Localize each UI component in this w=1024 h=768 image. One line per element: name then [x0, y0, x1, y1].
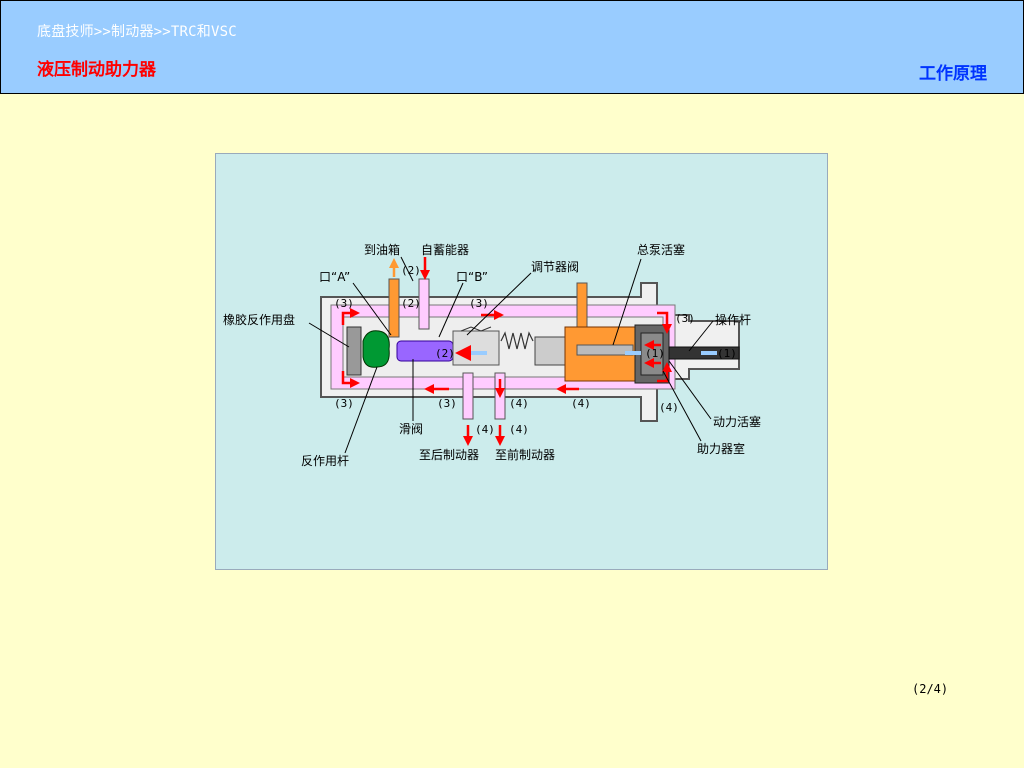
marker: (2)	[401, 264, 421, 277]
marker: (4)	[571, 397, 591, 410]
label-regulator-valve: 调节器阀	[531, 260, 579, 274]
label-power-piston: 动力活塞	[713, 414, 761, 429]
marker: (4)	[475, 423, 495, 436]
section-title: 工作原理	[919, 64, 987, 84]
port-master-top	[576, 282, 588, 332]
marker: (4)	[509, 397, 529, 410]
label-to-rear-brake: 至后制动器	[419, 448, 479, 462]
label-from-accumulator: 自蓄能器	[421, 243, 469, 257]
marker: (4)	[509, 423, 529, 436]
label-to-front-brake: 至前制动器	[495, 447, 555, 462]
marker: (4)	[659, 401, 679, 414]
marker: (3)	[437, 397, 457, 410]
label-spool-valve: 滑阀	[399, 422, 423, 436]
hydraulic-booster-diagram: 到油箱 自蓄能器 口“A” 口“B” 调节器阀 总泵活塞 橡胶反作用盘 操作杆 …	[223, 242, 761, 468]
label-port-b: 口“B”	[456, 270, 488, 284]
breadcrumb[interactable]: 底盘技师>>制动器>>TRC和VSC	[37, 24, 237, 40]
marker: (1)	[717, 347, 737, 360]
reaction-rod	[362, 330, 390, 368]
marker: (3)	[334, 297, 354, 310]
label-operating-rod: 操作杆	[715, 312, 751, 327]
label-rubber-disc: 橡胶反作用盘	[223, 312, 295, 327]
valve-spring	[500, 331, 534, 350]
label-master-piston: 总泵活塞	[637, 242, 685, 257]
marker: (1)	[645, 347, 665, 360]
label-port-a: 口“A”	[319, 270, 350, 284]
diagram-panel: 到油箱 自蓄能器 口“A” 口“B” 调节器阀 总泵活塞 橡胶反作用盘 操作杆 …	[215, 153, 828, 570]
port-to-tank	[388, 278, 400, 338]
marker: (2)	[401, 297, 421, 310]
marker: (3)	[334, 397, 354, 410]
port-rear-brake	[462, 372, 474, 420]
label-booster-chamber: 助力器室	[697, 441, 745, 456]
label-to-tank: 到油箱	[364, 242, 400, 257]
page-title: 液压制动助力器	[37, 60, 156, 80]
regulator-valve	[452, 330, 500, 366]
page-number: (2/4)	[912, 682, 949, 696]
marker: (3)	[469, 297, 489, 310]
marker: (2)	[435, 347, 455, 360]
header-bar: 底盘技师>>制动器>>TRC和VSC 液压制动助力器 工作原理	[0, 0, 1024, 94]
rubber-reaction-disc	[346, 326, 362, 376]
label-reaction-rod: 反作用杆	[301, 454, 349, 468]
marker: (3)	[675, 312, 695, 325]
